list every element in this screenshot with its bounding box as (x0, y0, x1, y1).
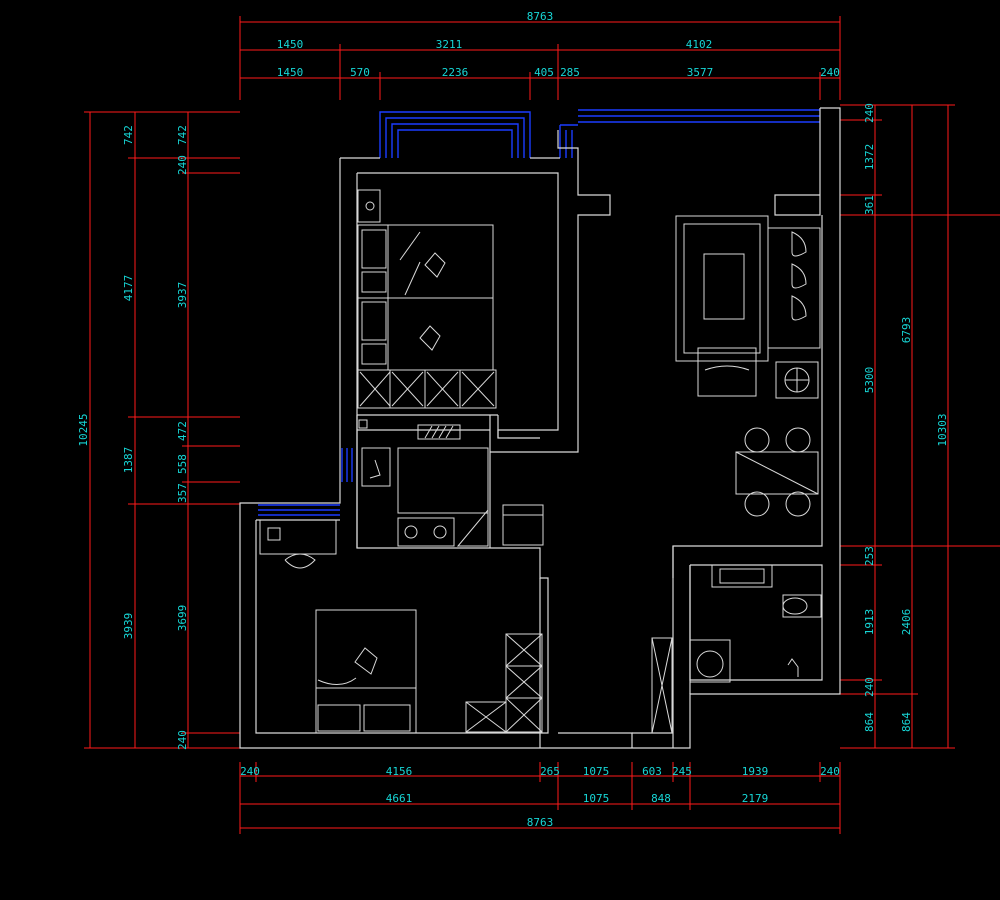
dim-left-middle-4: 3939 (122, 613, 135, 640)
dim-top-row3-4: 405 (534, 66, 554, 79)
dim-top-row3-2: 570 (350, 66, 370, 79)
dim-bottom-overall: 8763 (527, 816, 554, 829)
dim-left-inner-1: 742 (176, 125, 189, 145)
dimension-labels: 8763 1450 3211 4102 1450 570 2236 405 28… (77, 10, 949, 829)
dim-bottom-row1-3: 265 (540, 765, 560, 778)
dim-bottom-row1-5: 603 (642, 765, 662, 778)
dim-bottom-row1-8: 240 (820, 765, 840, 778)
dim-top-row2-3: 4102 (686, 38, 713, 51)
dim-top-row3-7: 240 (820, 66, 840, 79)
dimension-lines (84, 16, 1000, 834)
dim-bottom-row2-3: 848 (651, 792, 671, 805)
dim-bottom-row1-6: 245 (672, 765, 692, 778)
dim-left-middle-1: 742 (122, 125, 135, 145)
dim-bottom-row2-4: 2179 (742, 792, 769, 805)
dim-left-inner-3: 3937 (176, 282, 189, 309)
dim-left-middle-3: 1387 (122, 447, 135, 474)
dim-right-inner-1: 240 (863, 103, 876, 123)
dim-right-middle-1: 6793 (900, 317, 913, 344)
dim-left-inner-2: 240 (176, 155, 189, 175)
dim-top-row2-1: 1450 (277, 38, 304, 51)
dim-bottom-row1-1: 240 (240, 765, 260, 778)
dim-top-row3-5: 285 (560, 66, 580, 79)
dim-left-inner-5: 558 (176, 454, 189, 474)
windows (258, 109, 820, 516)
dim-top-overall: 8763 (527, 10, 554, 23)
dim-right-inner-8: 864 (863, 712, 876, 732)
dim-left-inner-6: 357 (176, 483, 189, 503)
dim-bottom-row1-2: 4156 (386, 765, 413, 778)
dim-right-inner-4: 5300 (863, 367, 876, 394)
dim-bottom-row2-1: 4661 (386, 792, 413, 805)
dim-top-row3-6: 3577 (687, 66, 714, 79)
dim-left-inner-7: 3699 (176, 605, 189, 632)
dim-right-middle-2: 2406 (900, 609, 913, 636)
dim-right-outer: 10303 (936, 413, 949, 446)
dim-left-inner-4: 472 (176, 421, 189, 441)
dim-top-row3-1: 1450 (277, 66, 304, 79)
dim-right-inner-3: 361 (863, 195, 876, 215)
dim-bottom-row1-7: 1939 (742, 765, 769, 778)
dim-top-row3-3: 2236 (442, 66, 469, 79)
walls (239, 107, 841, 749)
dim-bottom-row1-4: 1075 (583, 765, 610, 778)
dim-right-middle-3: 864 (900, 712, 913, 732)
dim-right-inner-6: 1913 (863, 609, 876, 636)
dim-right-inner-2: 1372 (863, 144, 876, 171)
dim-right-inner-7: 240 (863, 677, 876, 697)
dim-top-row2-2: 3211 (436, 38, 463, 51)
furniture (259, 189, 822, 734)
dim-bottom-row2-2: 1075 (583, 792, 610, 805)
dim-left-middle-2: 4177 (122, 275, 135, 302)
dim-left-inner-8: 240 (176, 730, 189, 750)
dim-right-inner-5: 253 (863, 546, 876, 566)
dim-left-outer: 10245 (77, 413, 90, 446)
